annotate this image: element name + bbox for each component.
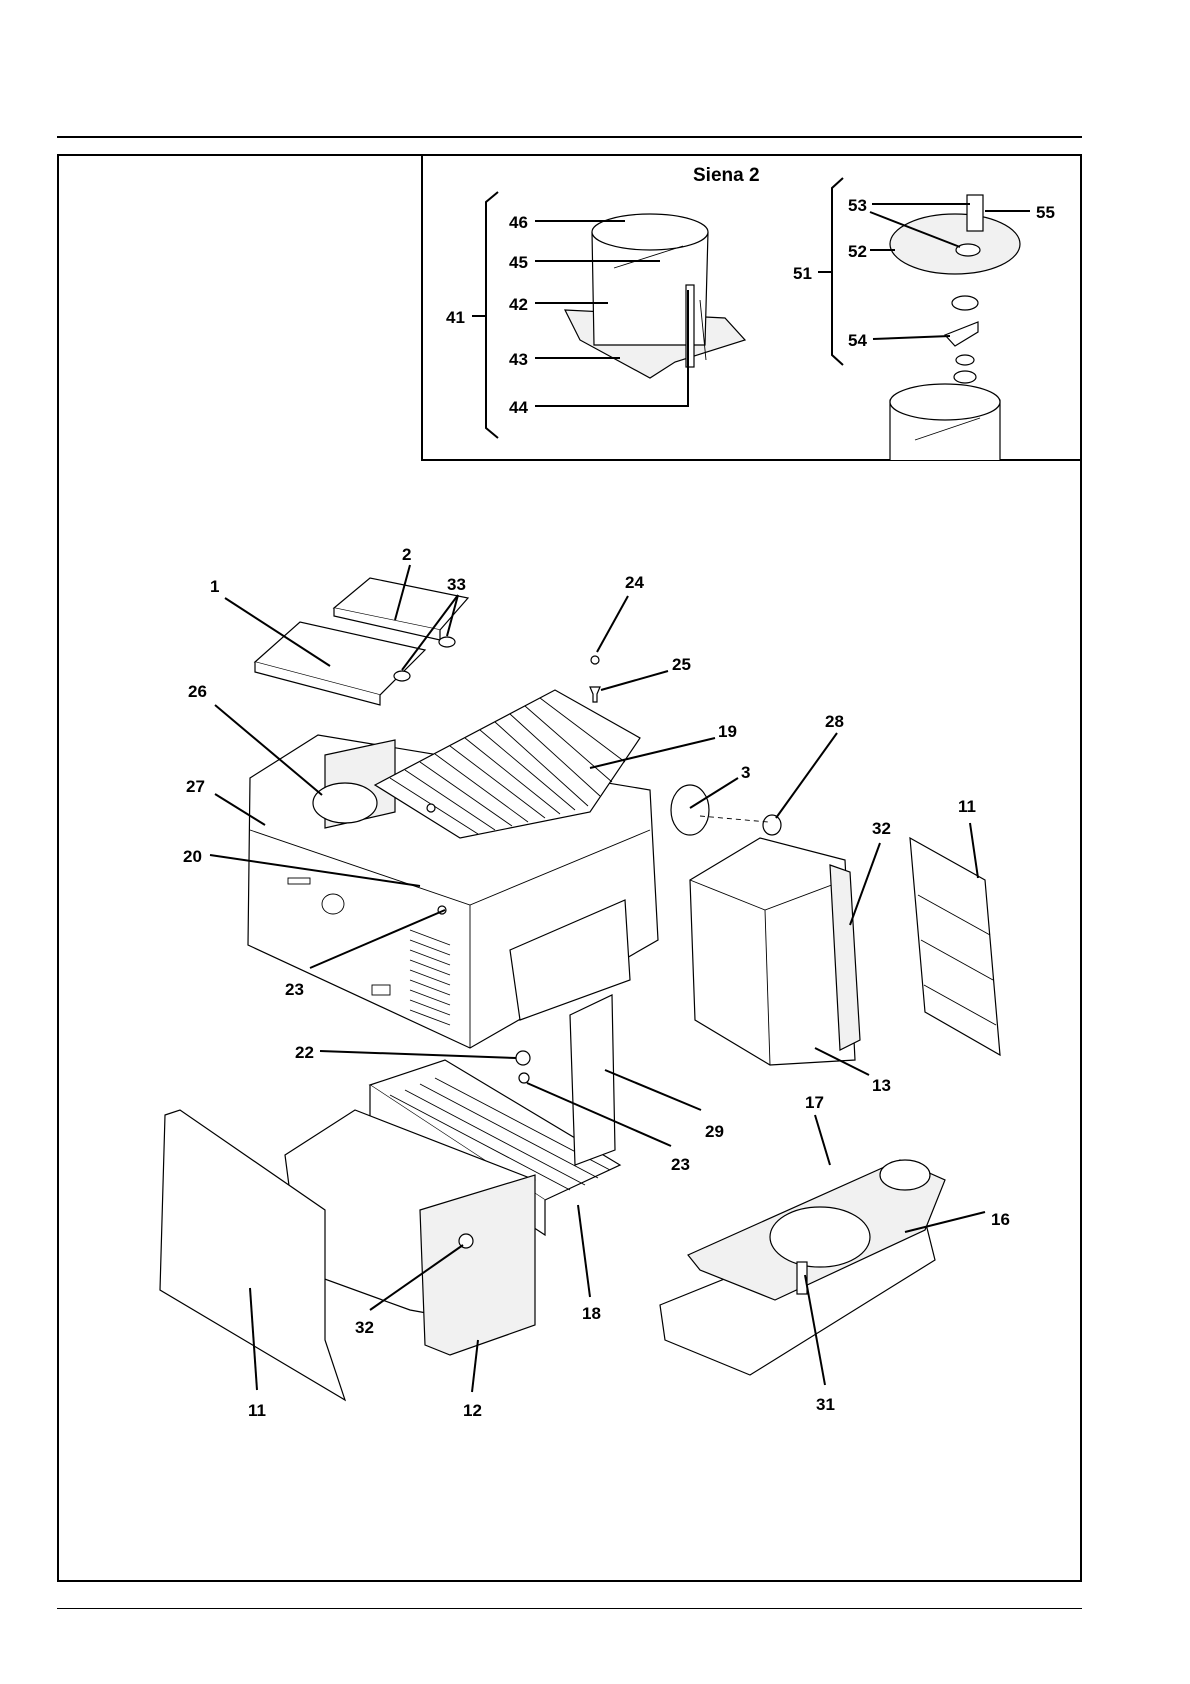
callout-41: 41 <box>446 308 465 327</box>
part-24 <box>591 656 599 664</box>
callout-23-upper: 23 <box>285 980 304 999</box>
callout-3: 3 <box>741 763 750 782</box>
callout-18: 18 <box>582 1304 601 1323</box>
callout-26: 26 <box>188 682 207 701</box>
callout-32-left: 32 <box>355 1318 374 1337</box>
tank-part-13 <box>690 838 860 1065</box>
callout-11-left: 11 <box>248 1401 266 1420</box>
callout-27: 27 <box>186 777 205 796</box>
leader-29 <box>605 1070 701 1110</box>
part-3 <box>671 785 709 835</box>
callout-29: 29 <box>705 1122 724 1141</box>
bracket-41 <box>486 192 498 438</box>
callout-2: 2 <box>402 545 411 564</box>
leader-25 <box>601 671 668 690</box>
callout-53: 53 <box>848 196 867 215</box>
part-23 <box>519 1073 529 1083</box>
callout-24: 24 <box>625 573 644 592</box>
panel-part-29 <box>570 995 615 1165</box>
callout-13: 13 <box>872 1076 891 1095</box>
callout-23-lower: 23 <box>671 1155 690 1174</box>
callout-28: 28 <box>825 712 844 731</box>
callout-16: 16 <box>991 1210 1010 1229</box>
leader-11-right <box>970 823 978 878</box>
bracket-51 <box>832 178 843 365</box>
leader-12 <box>472 1340 478 1392</box>
part-25 <box>590 687 600 702</box>
callout-17: 17 <box>805 1093 824 1112</box>
callout-46: 46 <box>509 213 528 232</box>
hopper-assembly <box>565 214 745 378</box>
callout-45: 45 <box>509 253 528 272</box>
callout-52: 52 <box>848 242 867 261</box>
callout-54: 54 <box>848 331 867 350</box>
dashed-guide <box>700 816 768 822</box>
lid-assembly <box>890 195 1020 460</box>
callout-44: 44 <box>509 398 528 417</box>
callout-11-right: 11 <box>958 797 976 816</box>
leader-24 <box>597 596 628 652</box>
side-panel-11-right <box>910 838 1000 1055</box>
callout-31: 31 <box>816 1395 835 1414</box>
callout-25: 25 <box>672 655 691 674</box>
callout-43: 43 <box>509 350 528 369</box>
leader-17 <box>815 1115 830 1165</box>
part-28 <box>763 815 781 835</box>
callout-1: 1 <box>210 577 219 596</box>
callout-19: 19 <box>718 722 737 741</box>
leader-54 <box>873 336 950 339</box>
inset-title: Siena 2 <box>693 165 760 186</box>
leader-18 <box>578 1205 590 1297</box>
leader-22 <box>320 1051 516 1058</box>
callout-20: 20 <box>183 847 202 866</box>
callout-33: 33 <box>447 575 466 594</box>
callout-22: 22 <box>295 1043 314 1062</box>
callout-12: 12 <box>463 1401 482 1420</box>
callout-32-right: 32 <box>872 819 891 838</box>
leader-28 <box>776 733 837 818</box>
callout-42: 42 <box>509 295 528 314</box>
callout-55: 55 <box>1036 203 1055 222</box>
leader-32-right <box>850 843 880 925</box>
part-22 <box>516 1051 530 1065</box>
callout-51: 51 <box>793 264 812 283</box>
cover-part-17 <box>688 1160 945 1300</box>
